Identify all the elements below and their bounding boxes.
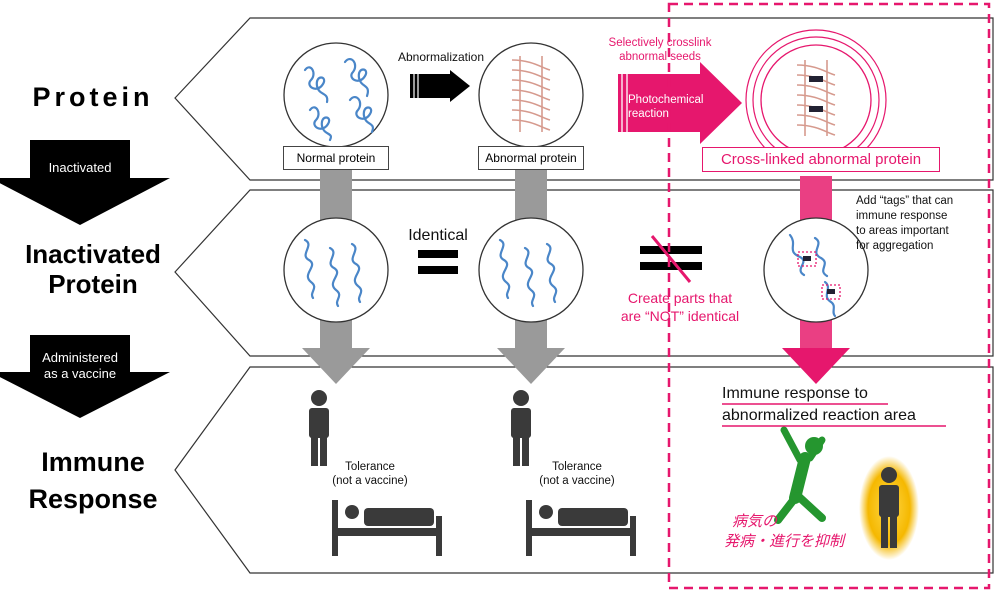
disease-suppression-line2: 発病・進行を抑制 [724, 532, 845, 550]
equals-sign-top [418, 250, 458, 258]
side-arrow-label-inactivated: Inactivated [48, 160, 112, 175]
gray-arrow-2-head [497, 348, 565, 384]
immune-response-title: Immune response to abnormalized reaction… [722, 383, 972, 426]
crosslink-mark-2 [809, 106, 823, 112]
tags-note: Add “tags” that can immune response to a… [856, 194, 992, 254]
tolerance-label-1-line1: Tolerance [345, 461, 395, 473]
tag-box-2 [821, 284, 841, 300]
bed-icon-2 [526, 500, 636, 556]
protected-person-icon [879, 467, 899, 548]
abnormal-protein-label: Abnormal protein [478, 146, 584, 170]
not-identical-note-line1: Create parts that [627, 290, 733, 306]
inactivated-squiggles [303, 233, 837, 318]
immune-response-title-line2: abnormalized reaction area [722, 406, 916, 424]
tags-note-line1: Add “tags” that can [856, 195, 954, 207]
bed-icon-1 [332, 500, 442, 556]
photochemical-label-line2: reaction [628, 108, 669, 121]
side-arrow-label-administered-line1: Administered [42, 350, 118, 365]
side-arrow-label-administered-line2: as a vaccine [43, 366, 117, 382]
row-title-inactivated: Inactivated Protein [8, 239, 178, 300]
healthy-person-icon [774, 426, 826, 524]
row-title-immune: Immune Response [8, 447, 178, 515]
row-title-inactivated-line1: Inactivated [25, 239, 161, 269]
disease-suppression-line1: 病気の [732, 513, 778, 530]
crosslink-note-line2: abnormal seeds [619, 51, 701, 64]
row-title-immune-line2: Response [28, 484, 158, 515]
normal-protein-squiggles [303, 57, 374, 142]
normal-protein-label: Normal protein [283, 146, 389, 170]
gray-arrow-1-head [302, 348, 370, 384]
not-identical-note-line2: are “NOT” identical [620, 307, 740, 324]
tolerance-label-1-line2: (not a vaccine) [332, 475, 408, 488]
tag-box-1 [797, 251, 817, 267]
crosslink-mark-1 [809, 76, 823, 82]
abnormal-protein-helix [511, 56, 551, 132]
abnormalization-arrow-body [410, 74, 450, 98]
equals-sign-bottom [418, 266, 458, 274]
highlight-dashed-box [667, 2, 991, 590]
inactivated-side-arrow [0, 140, 170, 225]
crosslink-note: Selectively crosslink abnormal seeds [592, 36, 728, 65]
row-title-protein: Protein [32, 82, 154, 112]
crosslinked-protein-label: Cross-linked abnormal protein [702, 147, 940, 172]
tolerance-label-1: Tolerance (not a vaccine) [315, 460, 425, 489]
abnormalization-label: Abnormalization [397, 50, 485, 64]
tolerance-label-2-line1: Tolerance [552, 461, 602, 473]
photochemical-arrow [618, 62, 742, 144]
not-identical-note: Create parts that are “NOT” identical [600, 290, 760, 325]
person-icon-2 [511, 390, 531, 466]
identical-label: Identical [408, 227, 468, 244]
not-equal-bottom [640, 262, 702, 270]
immune-response-title-line1: Immune response to [722, 385, 868, 402]
tolerance-label-2: Tolerance (not a vaccine) [522, 460, 632, 489]
crosslinked-circle [760, 44, 872, 156]
administered-side-arrow [0, 335, 170, 418]
crosslink-note-line1: Selectively crosslink [608, 37, 712, 49]
tags-note-line3: to areas important [856, 224, 949, 237]
row-title-immune-line1: Immune [41, 447, 145, 477]
not-equal-top [640, 246, 702, 254]
pink-arrow-head [782, 348, 850, 384]
side-arrow-label-administered: Administered as a vaccine [20, 350, 140, 383]
tolerance-label-2-line2: (not a vaccine) [539, 475, 615, 488]
tags-note-line2: immune response [856, 209, 948, 222]
disease-suppression-note: 病気の 発病・進行を抑制 [724, 512, 864, 551]
inactivated-crosslinked-circle [763, 217, 869, 323]
tags-note-line4: for aggregation [856, 239, 934, 252]
photochemical-label: Photochemical reaction [628, 93, 708, 122]
abnormalization-arrow-head [450, 70, 470, 102]
row-title-inactivated-line2: Protein [48, 268, 138, 299]
photochemical-label-line1: Photochemical [628, 94, 704, 106]
not-equal-slash [650, 235, 692, 283]
person-icon-1 [309, 390, 329, 466]
